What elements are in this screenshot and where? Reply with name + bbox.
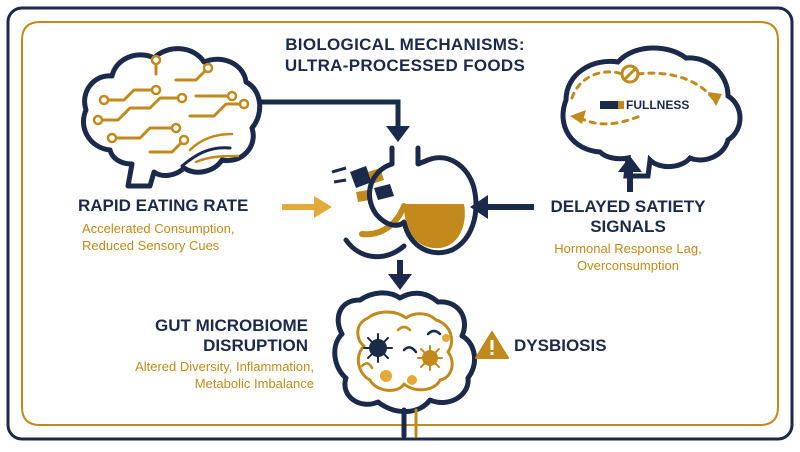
delayed-satiety-heading: DELAYED SATIETY SIGNALS [536, 197, 720, 237]
gut-heading: GUT MICROBIOME DISRUPTION [92, 316, 308, 356]
delayed-satiety-detail: Hormonal Response Lag, Overconsumption [536, 240, 720, 274]
rapid-eating-detail-1: Accelerated Consumption, [82, 221, 235, 236]
fullness-label: FULLNESS [626, 98, 690, 112]
rapid-eating-block: RAPID EATING RATE [78, 196, 278, 216]
food-pieces-icon [331, 166, 394, 202]
delayed-satiety-detail-1: Hormonal Response Lag, [554, 241, 702, 256]
frame [6, 6, 794, 441]
diagram-title: BIOLOGICAL MECHANISMS: ULTRA-PROCESSED F… [240, 34, 570, 76]
dysbiosis-label: DYSBIOSIS [514, 336, 607, 355]
rapid-eating-heading: RAPID EATING RATE [78, 196, 249, 215]
arrow-rapid-to-stomach [282, 196, 332, 218]
brain-icon [81, 46, 263, 189]
intestine-icon [332, 290, 478, 439]
no-symbol-icon [620, 64, 640, 84]
title-line-2: ULTRA-PROCESSED FOODS [284, 56, 526, 75]
rapid-eating-detail-2: Reduced Sensory Cues [82, 238, 220, 253]
arrow-stomach-to-gut [388, 260, 412, 290]
gut-heading-2: DISRUPTION [203, 336, 308, 355]
arrow-brain-to-stomach [258, 99, 410, 142]
warning-icon [475, 331, 509, 359]
bacteria-icon [360, 325, 450, 385]
stomach-icon [343, 145, 479, 260]
arrow-up-to-brain [618, 156, 642, 192]
delayed-satiety-detail-2: Overconsumption [577, 258, 679, 273]
gut-heading-1: GUT MICROBIOME [155, 316, 308, 335]
title-line-1: BIOLOGICAL MECHANISMS: [285, 35, 525, 54]
arrow-satiety-to-stomach [470, 195, 534, 219]
gut-detail-1: Altered Diversity, Inflammation, [135, 359, 314, 374]
delayed-satiety-heading-1: DELAYED SATIETY [550, 197, 706, 216]
fullness-brain-icon [560, 45, 743, 179]
rapid-eating-detail: Accelerated Consumption, Reduced Sensory… [82, 220, 262, 254]
delayed-satiety-heading-2: SIGNALS [590, 217, 666, 236]
gut-detail: Altered Diversity, Inflammation, Metabol… [92, 358, 314, 392]
gut-detail-2: Metabolic Imbalance [194, 376, 314, 391]
